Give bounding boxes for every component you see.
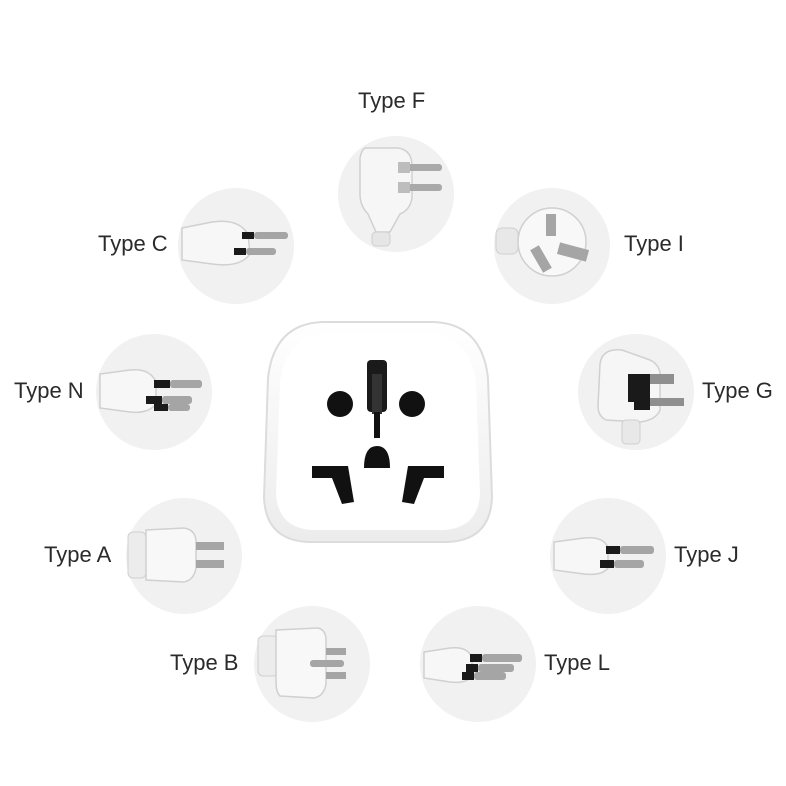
plug-type-f-icon bbox=[359, 147, 442, 247]
plug-type-a-bubble bbox=[126, 498, 242, 614]
plug-type-j-label: Type J bbox=[674, 542, 739, 567]
plug-type-c-bubble bbox=[178, 188, 294, 304]
plug-type-j-icon bbox=[553, 536, 654, 576]
plug-type-b-icon bbox=[257, 627, 346, 699]
plug-type-i-icon bbox=[495, 207, 590, 277]
plug-type-b-bubble bbox=[254, 606, 370, 722]
plug-type-c-label: Type C bbox=[98, 231, 168, 256]
plug-type-n-icon bbox=[99, 369, 202, 414]
plug-type-f-label: Type F bbox=[358, 88, 426, 113]
plug-type-f-bubble bbox=[338, 136, 454, 252]
plug-type-a-icon bbox=[127, 527, 224, 583]
plug-type-c-icon bbox=[181, 220, 288, 266]
plug-type-n-bubble bbox=[96, 334, 212, 450]
plug-type-j-bubble bbox=[550, 498, 666, 614]
plug-type-l-label: Type L bbox=[544, 650, 611, 675]
plug-type-g-bubble bbox=[578, 334, 694, 450]
universal-socket-face bbox=[262, 321, 494, 543]
plug-type-i-bubble bbox=[494, 188, 610, 304]
plug-type-a-label: Type A bbox=[44, 542, 112, 567]
plug-type-l-bubble bbox=[420, 606, 536, 722]
universal-adapter bbox=[262, 318, 494, 544]
plug-type-g-icon bbox=[597, 349, 684, 445]
plug-type-b-label: Type B bbox=[170, 650, 239, 675]
plug-type-l-icon bbox=[423, 646, 522, 684]
plug-type-g-label: Type G bbox=[702, 378, 773, 403]
plug-type-i-label: Type I bbox=[624, 231, 684, 256]
plug-type-n-label: Type N bbox=[14, 378, 84, 403]
